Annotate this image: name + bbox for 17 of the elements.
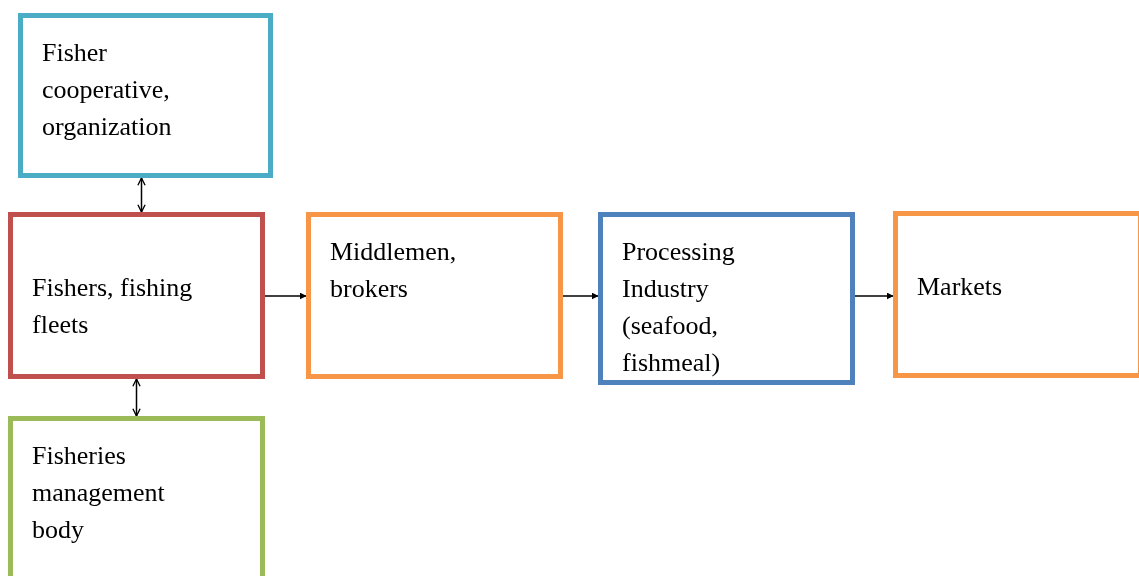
arrow xyxy=(137,177,146,213)
process-box xyxy=(598,212,855,385)
arrow xyxy=(264,292,307,300)
box-label: Fisheries management body xyxy=(32,440,166,546)
arrow xyxy=(562,292,599,300)
arrow xyxy=(854,292,894,300)
process-box xyxy=(8,212,265,379)
box-label: Middlemen, brokers xyxy=(330,236,458,305)
box-label: Fisher cooperative, organization xyxy=(42,37,173,143)
process-box xyxy=(18,13,273,178)
box-label: Markets xyxy=(917,271,1004,303)
box-label: Processing Industry (seafood, fishmeal) xyxy=(622,236,736,379)
process-box xyxy=(306,212,563,379)
box-label: Fishers, fishing fleets xyxy=(32,272,194,341)
process-box xyxy=(8,416,265,576)
arrow xyxy=(132,378,141,417)
process-box xyxy=(893,211,1139,378)
